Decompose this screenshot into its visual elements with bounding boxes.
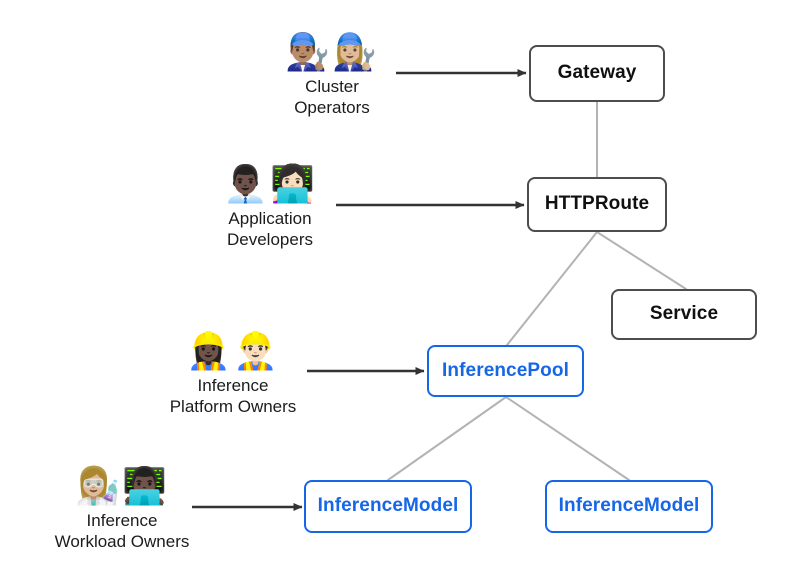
node-service[interactable]: Service	[611, 289, 757, 340]
node-label: Gateway	[557, 62, 637, 84]
node-label: HTTPRoute	[544, 193, 650, 215]
node-label: InferenceModel	[558, 495, 700, 517]
edge-httproute-to-inferencepool	[506, 231, 598, 346]
persona-cluster-operators: 👨🏽‍🔧👩🏼‍🔧Cluster Operators	[272, 32, 392, 118]
node-inferencemodel-left[interactable]: InferenceModel	[304, 480, 472, 533]
office-worker-technologist-emoji: 👨🏿‍💼👩🏻‍💻	[223, 164, 317, 205]
node-gateway[interactable]: Gateway	[529, 45, 665, 102]
node-httproute[interactable]: HTTPRoute	[527, 177, 667, 232]
persona-application-developers: 👨🏿‍💼👩🏻‍💻Application Developers	[209, 164, 331, 250]
node-label: InferenceModel	[317, 495, 459, 517]
edge-inferencepool-to-inferencemodel-left	[387, 396, 507, 481]
scientist-technologist-emoji: 👩🏼‍🔬👨🏿‍💻	[75, 466, 169, 507]
construction-workers-emoji: 👷🏿‍♀️👷🏻‍♂️	[186, 331, 280, 372]
persona-label: Inference Platform Owners	[169, 376, 297, 416]
persona-inference-platform-owners: 👷🏿‍♀️👷🏻‍♂️Inference Platform Owners	[153, 331, 313, 417]
node-label: InferencePool	[442, 359, 569, 381]
persona-label: Inference Workload Owners	[54, 511, 190, 551]
node-inferencepool[interactable]: InferencePool	[427, 345, 584, 397]
node-label: Service	[649, 303, 719, 325]
persona-label: Application Developers	[227, 209, 313, 249]
edge-inferencepool-to-inferencemodel-right	[505, 396, 630, 481]
mechanics-emoji: 👨🏽‍🔧👩🏼‍🔧	[285, 32, 379, 73]
persona-arrows	[192, 69, 527, 511]
persona-label: Cluster Operators	[294, 77, 370, 117]
node-inferencemodel-right[interactable]: InferenceModel	[545, 480, 713, 533]
edge-httproute-to-service	[596, 231, 687, 290]
persona-inference-workload-owners: 👩🏼‍🔬👨🏿‍💻Inference Workload Owners	[37, 466, 207, 552]
